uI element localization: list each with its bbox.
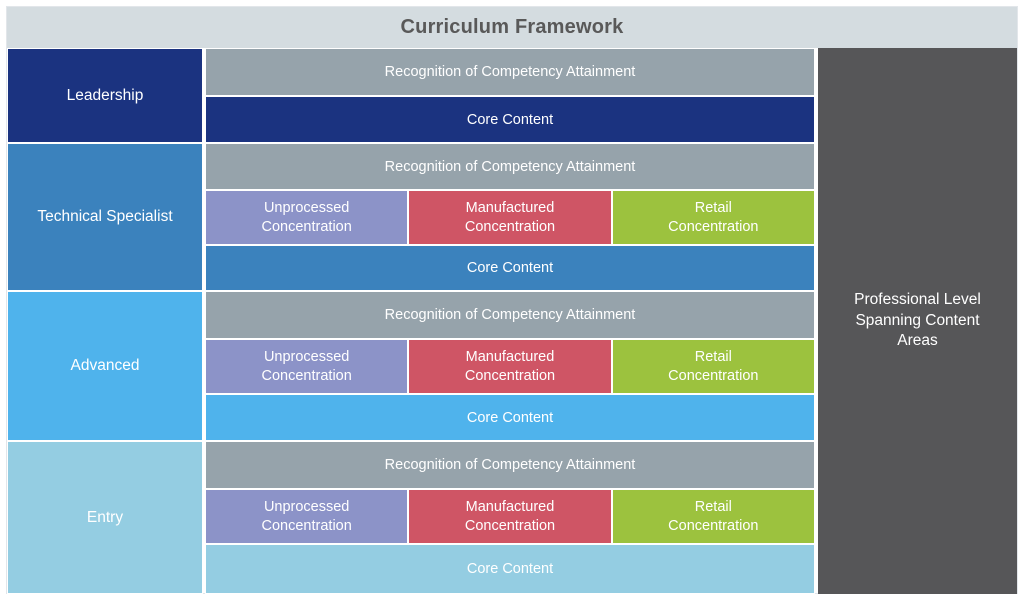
core-content-label: Core Content	[466, 409, 554, 426]
concentration-manufactured: Manufactured Concentration	[408, 489, 612, 544]
concentration-label: Manufactured Concentration	[464, 200, 556, 235]
tier-label-technical-specialist: Technical Specialist	[7, 143, 203, 291]
concentration-row-entry: Unprocessed Concentration Manufactured C…	[205, 489, 815, 544]
concentration-label: Retail Concentration	[668, 499, 759, 534]
spanning-panel-label: Professional Level Spanning Content Area…	[854, 290, 981, 350]
concentration-manufactured: Manufactured Concentration	[408, 190, 612, 245]
tier-label-text: Technical Specialist	[37, 208, 173, 225]
core-content-band-advanced: Core Content	[205, 394, 815, 441]
professional-level-spanning-panel: Professional Level Spanning Content Area…	[818, 48, 1017, 594]
tier-label-advanced: Advanced	[7, 291, 203, 441]
concentration-manufactured: Manufactured Concentration	[408, 339, 612, 394]
core-content-band-entry: Core Content	[205, 544, 815, 594]
concentration-row-technical-specialist: Unprocessed Concentration Manufactured C…	[205, 190, 815, 245]
concentration-label: Unprocessed Concentration	[261, 499, 352, 534]
tier-label-text: Leadership	[66, 86, 144, 104]
tier-label-entry: Entry	[7, 441, 203, 594]
recognition-band-advanced: Recognition of Competency Attainment	[205, 291, 815, 339]
recognition-label: Recognition of Competency Attainment	[384, 307, 636, 323]
concentration-retail: Retail Concentration	[611, 190, 815, 245]
diagram-title-bar: Curriculum Framework	[7, 7, 1017, 48]
concentration-row-advanced: Unprocessed Concentration Manufactured C…	[205, 339, 815, 394]
recognition-label: Recognition of Competency Attainment	[384, 457, 636, 473]
concentration-retail: Retail Concentration	[611, 339, 815, 394]
tier-label-text: Advanced	[70, 357, 140, 374]
concentration-unprocessed: Unprocessed Concentration	[205, 339, 409, 394]
concentration-unprocessed: Unprocessed Concentration	[205, 190, 409, 245]
core-content-band-technical-specialist: Core Content	[205, 245, 815, 291]
concentration-retail: Retail Concentration	[611, 489, 815, 544]
tier-label-text: Entry	[86, 508, 124, 526]
core-content-label: Core Content	[466, 260, 554, 276]
recognition-band-technical-specialist: Recognition of Competency Attainment	[205, 143, 815, 190]
concentration-label: Retail Concentration	[668, 200, 759, 235]
recognition-label: Recognition of Competency Attainment	[384, 64, 636, 80]
core-content-label: Core Content	[466, 561, 554, 577]
recognition-label: Recognition of Competency Attainment	[384, 158, 636, 175]
core-content-band-leadership: Core Content	[205, 96, 815, 143]
page-title: Curriculum Framework	[400, 16, 624, 38]
concentration-label: Manufactured Concentration	[464, 349, 556, 384]
tier-label-leadership: Leadership	[7, 48, 203, 143]
concentration-unprocessed: Unprocessed Concentration	[205, 489, 409, 544]
recognition-band-entry: Recognition of Competency Attainment	[205, 441, 815, 489]
recognition-band-leadership: Recognition of Competency Attainment	[205, 48, 815, 96]
concentration-label: Unprocessed Concentration	[261, 200, 352, 235]
concentration-label: Retail Concentration	[668, 349, 759, 384]
core-content-label: Core Content	[466, 111, 554, 128]
concentration-label: Unprocessed Concentration	[261, 349, 352, 384]
concentration-label: Manufactured Concentration	[464, 499, 556, 534]
